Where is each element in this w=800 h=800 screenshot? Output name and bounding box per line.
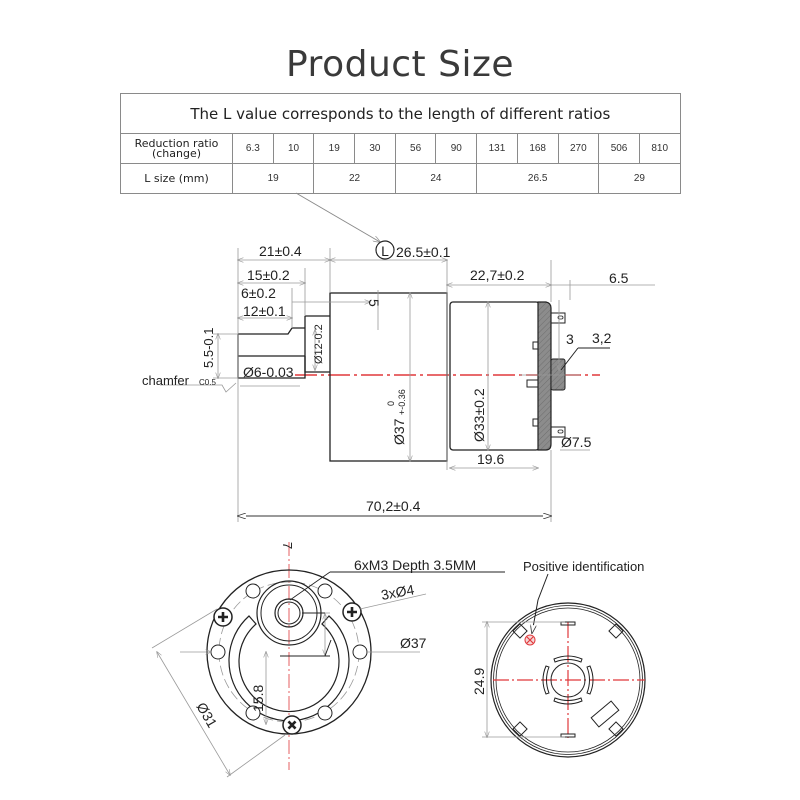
L-dimension: 26.5±0.1 [396,244,451,260]
dim-d33: Ø33±0.2 [471,388,487,442]
ratio-cell: 10 [272,133,315,164]
ratio-length-table: The L value corresponds to the length of… [120,93,681,194]
dim-12: 12±0.1 [243,303,286,319]
table-row-lsize: L size (mm) 19 22 24 26.5 29 [120,163,681,194]
motor-can [449,301,540,451]
lsize-cell: 19 [231,163,315,194]
dim-5-5: 5.5-0.1 [201,328,216,368]
bearing-hub [550,662,586,698]
vent-slots [542,655,594,705]
gearbox-body [329,292,448,462]
dim-21: 21±0.4 [259,243,302,259]
rear-view: Positive identification 24.9 [471,559,646,758]
chamfer-spec: C0.5 [199,378,216,387]
lsize-cell: 24 [394,163,478,194]
svg-text:0: 0 [386,401,396,406]
row-label-ratio: Reduction ratio(change) [120,133,233,164]
lsize-cell: 22 [313,163,396,194]
dim-d37: Ø37 [391,418,407,445]
phillips-screw-icon [342,602,362,622]
front-view: 7 6xM3 Depth 3.5MM 3xØ4 Ø37 15.8 Ø31 [151,542,505,778]
table-caption: The L value corresponds to the length of… [120,93,681,134]
page-title: Product Size [285,44,515,85]
holes-note: 3xØ4 [380,581,416,603]
dim-22-7: 22,7±0.2 [470,267,525,283]
ratio-cell: 131 [476,133,518,164]
table-row-ratio: Reduction ratio(change) 6.3 10 19 30 56 … [120,133,681,164]
crescent-slot [228,615,350,722]
terminal-top [550,312,566,324]
chamfer-label: chamfer [142,373,190,388]
dim-3-2: 3,2 [592,330,612,346]
svg-text:+-0.36: +-0.36 [397,389,407,415]
dim-d7-5: Ø7.5 [561,434,592,450]
leader-line [295,192,380,242]
phillips-screw-icon [213,607,233,627]
dim-6-5: 6.5 [609,270,629,286]
dim-15-8: 15.8 [250,685,266,712]
lsize-cell: 29 [598,163,681,194]
dim-19-6: 19.6 [477,451,504,467]
thread-note: 6xM3 Depth 3.5MM [354,557,476,573]
positive-terminal-icon [524,634,536,646]
dim-5: 5 [366,299,382,307]
dim-total-length: 70,2±0.4 [366,498,421,514]
dim-7-front: 7 [280,542,295,549]
lsize-cell: 26.5 [476,163,600,194]
dim-d37-front: Ø37 [400,635,427,651]
phillips-screw-icon [282,715,302,735]
dim-24-9: 24.9 [471,668,487,695]
bearing-bump [550,358,566,391]
terminal-bottom [550,426,566,438]
row-label-lsize: L size (mm) [120,163,233,194]
side-view: L 26.5±0.1 21±0.4 15±0.2 6±0.2 12±0.1 5 … [142,192,655,522]
dim-d31: Ø31 [193,700,220,731]
svg-text:L: L [381,243,389,259]
dim-3: 3 [566,331,574,347]
dim-d6: Ø6-0.03 [243,364,294,380]
L-symbol [375,240,395,260]
dim-6: 6±0.2 [241,285,276,301]
ratio-cell: 506 [598,133,640,164]
positive-identification-label: Positive identification [523,559,644,574]
ratio-cell: 19 [313,133,356,164]
shaft-boss [304,315,330,373]
end-cap [537,301,552,451]
dim-d12: Ø12-0.2 [313,324,325,364]
ratio-cell: 810 [638,133,681,164]
dim-15: 15±0.2 [247,267,290,283]
